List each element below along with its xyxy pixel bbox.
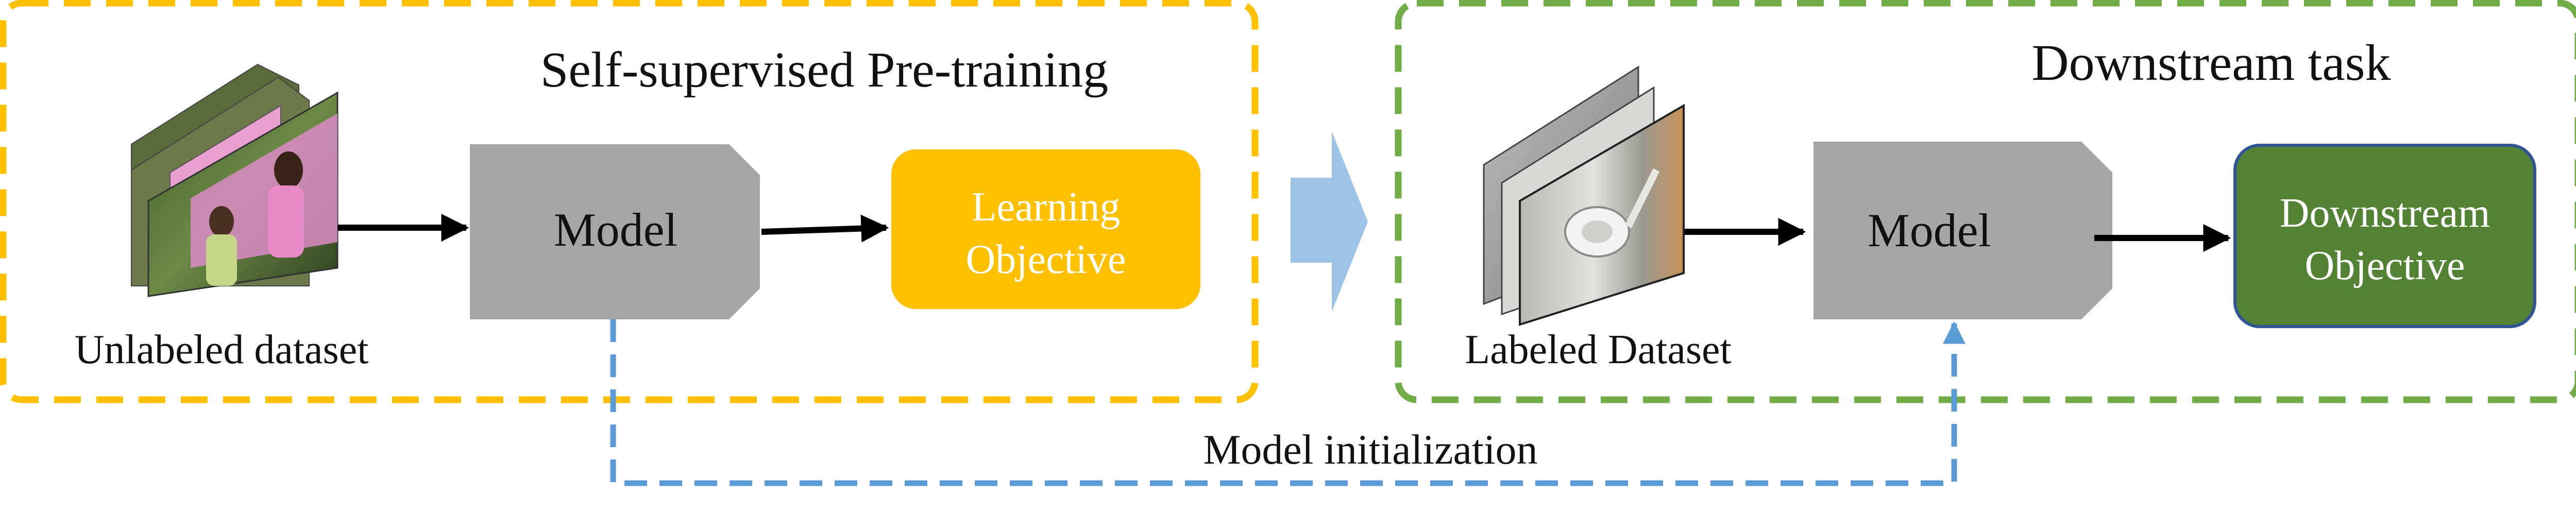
learning-objective-box xyxy=(891,149,1200,309)
pretraining-model-label: Model xyxy=(554,203,677,256)
pretraining-title: Self-supervised Pre-training xyxy=(540,42,1108,98)
unlabeled-dataset-images xyxy=(131,63,338,297)
learning-objective-line2: Objective xyxy=(966,237,1126,282)
pretraining-model-box xyxy=(470,144,760,319)
labeled-dataset-images xyxy=(1483,65,1685,326)
downstream-model-box xyxy=(1814,142,2112,319)
model-initialization-connector xyxy=(610,319,1965,486)
model-initialization-label: Model initialization xyxy=(1203,426,1537,473)
downstream-objective-box xyxy=(2233,144,2536,328)
downstream-panel xyxy=(1395,0,2576,403)
downstream-objective-line1: Downstream xyxy=(2280,191,2490,236)
connector-label-bg xyxy=(1151,423,1574,477)
downstream-title: Downstream task xyxy=(2031,34,2391,91)
downstream-model-label: Model xyxy=(1868,204,1991,257)
unlabeled-dataset-label: Unlabeled dataset xyxy=(75,327,369,372)
learning-objective-line1: Learning xyxy=(972,184,1121,230)
labeled-dataset-label: Labeled Dataset xyxy=(1465,327,1732,372)
transition-arrow xyxy=(1291,131,1368,312)
downstream-objective-line2: Objective xyxy=(2305,243,2465,288)
pretraining-panel xyxy=(0,0,1259,403)
arrow-model-to-learning-objective xyxy=(761,214,889,243)
